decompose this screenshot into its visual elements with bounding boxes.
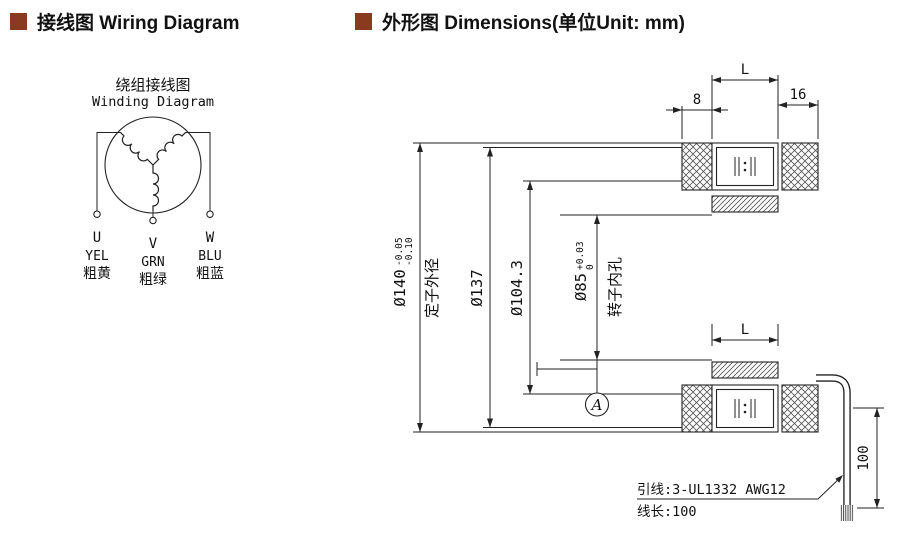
- dimension-arrows: [417, 77, 880, 508]
- terminal-w-cn: 粗蓝: [196, 266, 224, 282]
- lead-wires: [96, 132, 211, 218]
- label-bore-cn: 转子内孔: [606, 257, 624, 317]
- core-top-marks: [734, 157, 756, 176]
- wire-strands: [840, 505, 854, 521]
- note-wire-length: 线长:100: [637, 504, 697, 520]
- terminal-u-code: YEL: [85, 249, 109, 264]
- section-bullet-icon: [355, 13, 372, 30]
- dim-137: Ø137: [468, 269, 486, 306]
- note-lead-spec: 引线:3-UL1332 AWG12: [637, 482, 786, 498]
- dim-bore: Ø85 +0.03 0: [572, 241, 596, 301]
- terminal-v-label: V: [149, 236, 158, 252]
- dim-stator-od-tol-up: -0.05: [394, 237, 405, 266]
- dim-bore-tol-up: +0.03: [575, 241, 586, 270]
- core-bottom-inner: [715, 388, 775, 429]
- svg-text:Ø137: Ø137: [468, 269, 486, 306]
- terminal-v-cn: 粗绿: [139, 272, 167, 288]
- coil-branches: [120, 132, 186, 211]
- section-header-dimensions: 外形图 Dimensions(单位Unit: mm): [355, 8, 685, 35]
- dim-L-top: L: [741, 62, 749, 78]
- end-turn-bottom-right: [781, 384, 819, 433]
- wire-note: 引线:3-UL1332 AWG12 线长:100: [637, 475, 843, 520]
- svg-text:Ø104.3: Ø104.3: [508, 260, 526, 316]
- dim-bore-tol-dn: 0: [585, 264, 596, 270]
- terminal-w-code: BLU: [198, 249, 221, 264]
- section-header-wiring: 接线图 Wiring Diagram: [10, 8, 240, 35]
- label-stator-od-cn: 定子外径: [423, 258, 441, 318]
- terminal-u: [93, 210, 101, 218]
- datum-a: A: [536, 360, 610, 417]
- dim-104: Ø104.3: [508, 260, 526, 316]
- terminal-w: [206, 210, 214, 218]
- core-top-block: [711, 142, 779, 191]
- winding-title-en: Winding Diagram: [92, 94, 214, 110]
- terminal-u-label: U: [93, 230, 101, 246]
- svg-text:100: 100: [856, 445, 872, 470]
- stator-cross-section: [681, 142, 819, 433]
- datum-circle: [584, 392, 610, 417]
- winding-title-cn: 绕组接线图: [115, 76, 190, 94]
- dim-bore-value: Ø85: [572, 273, 590, 301]
- svg-text:转子内孔: 转子内孔: [606, 257, 624, 317]
- lead-out-wire: [816, 374, 854, 521]
- dim-stator-od: Ø140 -0.05 -0.10: [391, 237, 415, 307]
- section-title-dimensions: 外形图 Dimensions(单位Unit: mm): [382, 13, 685, 34]
- end-turn-top-left: [681, 142, 713, 191]
- dimensions-drawing: 8 L 16 L Ø140 -0.05 -0.10 定子外径 Ø137 Ø104…: [391, 62, 884, 521]
- dim-wire-length: 100: [856, 445, 872, 470]
- datum-letter: A: [590, 396, 603, 414]
- dim-stator-od-value: Ø140: [391, 269, 409, 306]
- terminal-u-cn: 粗黄: [83, 265, 111, 282]
- core-top-inner: [715, 146, 775, 187]
- section-title-wiring: 接线图 Wiring Diagram: [37, 13, 240, 34]
- winding-diagram: 绕组接线图 Winding Diagram U YEL 粗: [83, 76, 224, 288]
- dim-16: 16: [790, 87, 807, 103]
- core-bottom-block: [711, 384, 779, 433]
- terminal-v: [149, 216, 157, 225]
- dimension-lines: [419, 79, 878, 508]
- dim-stator-od-tol-dn: -0.10: [404, 237, 415, 266]
- svg-text:定子外径: 定子外径: [423, 258, 441, 318]
- end-turn-top-right: [781, 142, 819, 191]
- terminal-w-label: W: [206, 230, 215, 246]
- terminal-v-code: GRN: [141, 255, 164, 270]
- section-bullet-icon: [10, 13, 27, 30]
- dim-L-stack: L: [741, 322, 749, 338]
- dim-8: 8: [693, 92, 701, 108]
- lamination-strip-bottom: [711, 361, 779, 379]
- end-turn-bottom-left: [681, 384, 713, 433]
- core-bottom-marks: [734, 399, 756, 418]
- lamination-strip-top: [711, 195, 779, 213]
